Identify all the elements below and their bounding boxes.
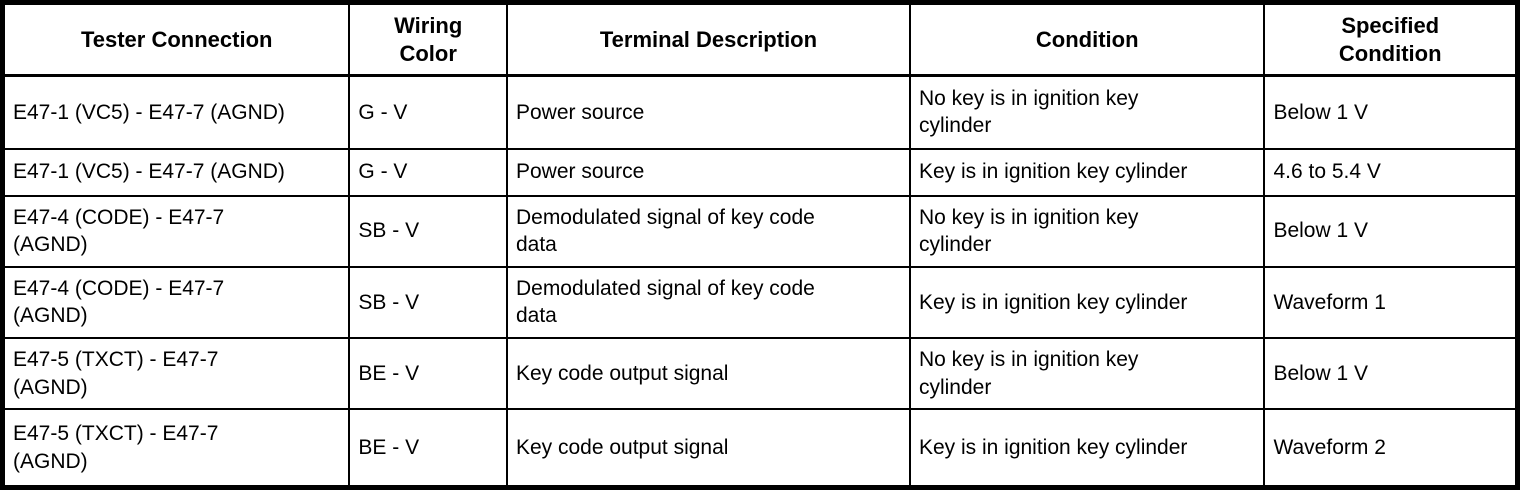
- cell-wiring-color: SB - V: [348, 194, 508, 268]
- cell-wiring-color: G - V: [348, 74, 508, 150]
- cell-condition: No key is in ignition key cylinder: [908, 74, 1266, 150]
- column-header-condition: Condition: [908, 1, 1266, 77]
- cell-terminal-description: Power source: [505, 74, 911, 150]
- cell-condition: No key is in ignition key cylinder: [908, 194, 1266, 268]
- cell-tester-connection: E47-5 (TXCT) - E47-7 (AGND): [1, 408, 351, 489]
- table-row: E47-4 (CODE) - E47-7 (AGND) SB - V Demod…: [1, 194, 1519, 268]
- cell-terminal-description: Demodulated signal of key code data: [505, 265, 911, 339]
- cell-terminal-description: Key code output signal: [505, 408, 911, 489]
- cell-tester-connection: E47-5 (TXCT) - E47-7 (AGND): [1, 336, 351, 411]
- cell-wiring-color: BE - V: [348, 408, 508, 489]
- cell-specified-condition: Waveform 2: [1263, 408, 1519, 489]
- cell-wiring-color: G - V: [348, 147, 508, 197]
- table-row: E47-1 (VC5) - E47-7 (AGND) G - V Power s…: [1, 147, 1519, 197]
- cell-specified-condition: 4.6 to 5.4 V: [1263, 147, 1519, 197]
- cell-terminal-description: Demodulated signal of key code data: [505, 194, 911, 268]
- header-row: Tester Connection Wiring Color Terminal …: [1, 1, 1519, 77]
- column-header-tester-connection: Tester Connection: [1, 1, 351, 77]
- cell-condition: Key is in ignition key cylinder: [908, 408, 1266, 489]
- cell-condition: Key is in ignition key cylinder: [908, 265, 1266, 339]
- cell-specified-condition: Below 1 V: [1263, 74, 1519, 150]
- table-row: E47-1 (VC5) - E47-7 (AGND) G - V Power s…: [1, 74, 1519, 150]
- cell-tester-connection: E47-4 (CODE) - E47-7 (AGND): [1, 265, 351, 339]
- cell-specified-condition: Below 1 V: [1263, 336, 1519, 411]
- column-header-wiring-color: Wiring Color: [348, 1, 508, 77]
- column-header-specified-condition: Specified Condition: [1263, 1, 1519, 77]
- cell-condition: Key is in ignition key cylinder: [908, 147, 1266, 197]
- cell-terminal-description: Power source: [505, 147, 911, 197]
- cell-tester-connection: E47-1 (VC5) - E47-7 (AGND): [1, 147, 351, 197]
- table-row: E47-5 (TXCT) - E47-7 (AGND) BE - V Key c…: [1, 408, 1519, 489]
- cell-specified-condition: Below 1 V: [1263, 194, 1519, 268]
- table-row: E47-5 (TXCT) - E47-7 (AGND) BE - V Key c…: [1, 336, 1519, 411]
- cell-specified-condition: Waveform 1: [1263, 265, 1519, 339]
- cell-condition: No key is in ignition key cylinder: [908, 336, 1266, 411]
- cell-wiring-color: SB - V: [348, 265, 508, 339]
- cell-terminal-description: Key code output signal: [505, 336, 911, 411]
- column-header-terminal-description: Terminal Description: [505, 1, 911, 77]
- cell-tester-connection: E47-4 (CODE) - E47-7 (AGND): [1, 194, 351, 268]
- table-row: E47-4 (CODE) - E47-7 (AGND) SB - V Demod…: [1, 265, 1519, 339]
- cell-tester-connection: E47-1 (VC5) - E47-7 (AGND): [1, 74, 351, 150]
- cell-wiring-color: BE - V: [348, 336, 508, 411]
